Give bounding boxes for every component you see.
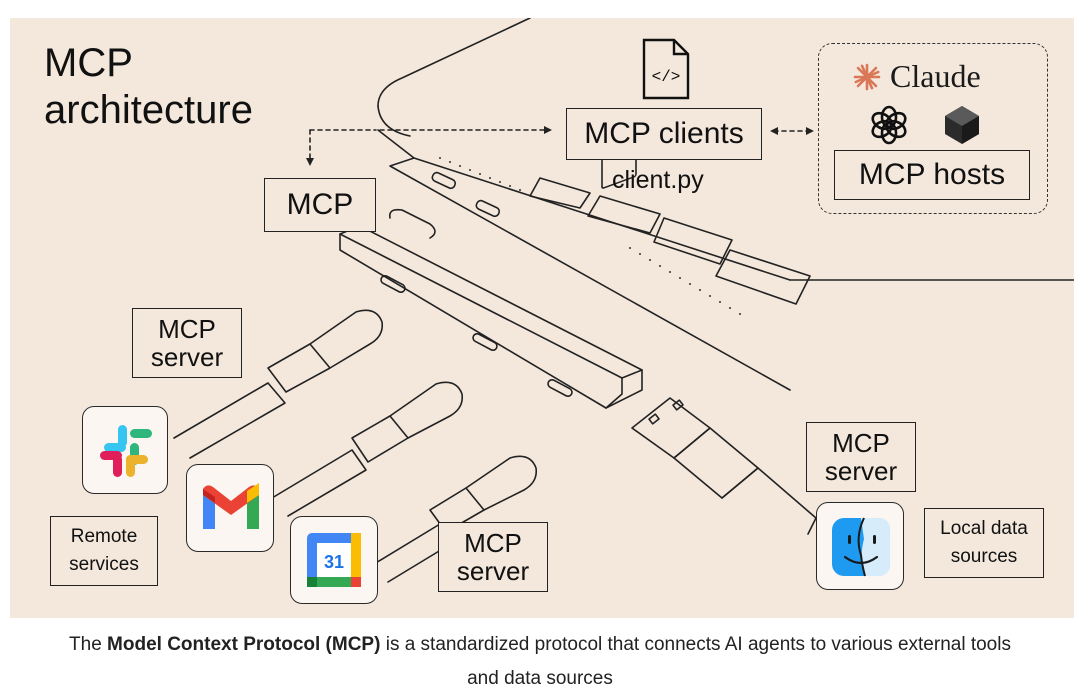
google-calendar-tile[interactable]: 31: [290, 516, 378, 604]
calendar-day-text: 31: [324, 552, 344, 572]
slack-tile[interactable]: [82, 406, 168, 494]
local-data-sources-box: Local data sources: [924, 508, 1044, 578]
caption-line2: and data sources: [467, 668, 613, 689]
mcp-server-label-remote: MCP server: [132, 308, 242, 378]
mcp-clients-box: MCP clients: [566, 108, 762, 160]
slack-icon: [100, 425, 152, 477]
mcp-hosts-box: MCP hosts: [834, 150, 1030, 200]
gmail-icon: [203, 483, 259, 529]
page-title: MCP architecture: [44, 41, 253, 132]
caption-line1-rest: is a standardized protocol that connects…: [380, 634, 1011, 655]
mcp-hosts-group: [818, 43, 1048, 214]
remote-services-box: Remote services: [50, 516, 158, 586]
openai-logo-icon: [871, 105, 907, 145]
client-file-label: client.py: [612, 166, 704, 194]
mcp-box: MCP: [264, 178, 376, 232]
claude-wordmark: Claude: [890, 58, 981, 94]
caption-prefix: The: [69, 634, 108, 655]
perplexity-logo-icon: [945, 106, 979, 144]
google-calendar-icon: 31: [307, 533, 361, 587]
diagram-panel: MCP architecture </> MCP clients client.…: [10, 18, 1074, 618]
claude-logo-icon: [853, 63, 881, 90]
caption-bold-term: Model Context Protocol (MCP): [107, 634, 381, 655]
claude-logo: Claude: [852, 58, 981, 95]
gmail-tile[interactable]: [186, 464, 274, 552]
finder-icon: [832, 517, 890, 577]
code-file-icon: </>: [642, 38, 690, 100]
figure-caption: The Model Context Protocol (MCP) is a st…: [0, 628, 1080, 696]
svg-text:</>: </>: [652, 68, 681, 86]
finder-tile[interactable]: [816, 502, 904, 590]
mcp-server-label-local: MCP server: [806, 422, 916, 492]
mcp-server-label-calendar: MCP server: [438, 522, 548, 592]
